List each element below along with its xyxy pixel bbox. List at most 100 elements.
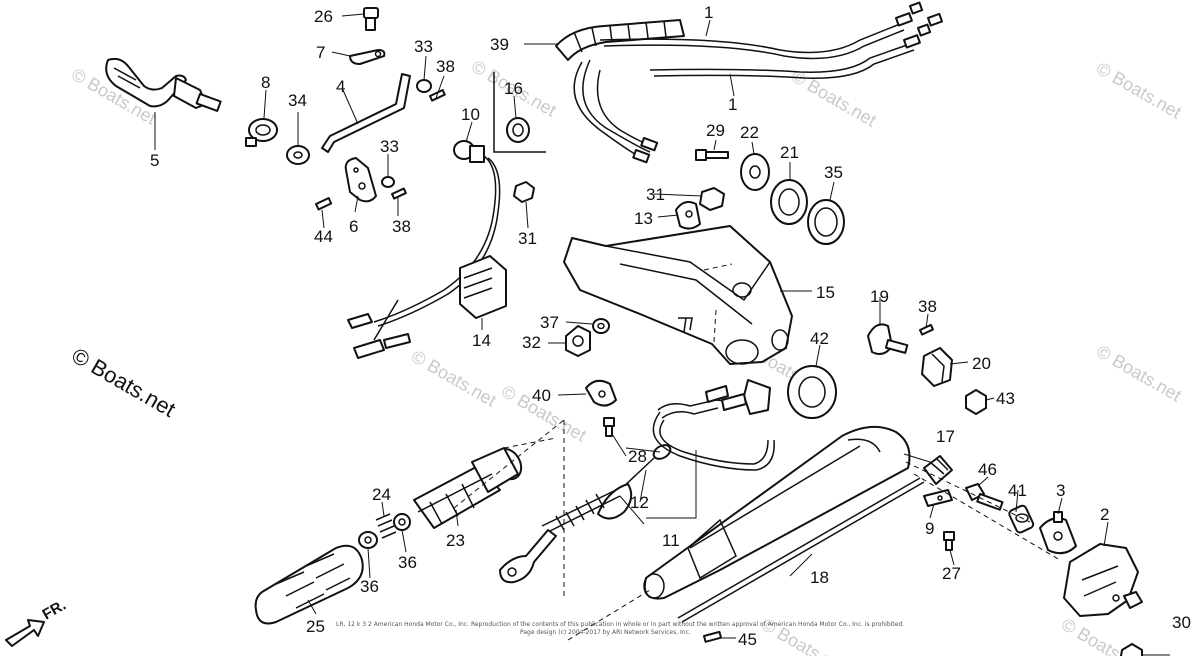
part-42-grommet <box>787 365 837 419</box>
callout-26: 26 <box>314 7 333 26</box>
callout-42: 42 <box>810 329 829 348</box>
part-45-pin <box>703 630 723 643</box>
callout-35: 35 <box>824 163 843 182</box>
front-direction-label: FR. <box>40 597 69 624</box>
part-18-rod <box>677 455 953 623</box>
watermark-dark: © Boats.net <box>68 343 180 422</box>
watermark-faint: © Boats.net <box>1093 341 1185 405</box>
callout-17: 17 <box>936 427 955 446</box>
part-35-ring <box>807 199 845 245</box>
callout-3: 3 <box>1056 481 1065 500</box>
part-15-tiller-housing <box>563 225 793 365</box>
part-29-bolt <box>695 149 729 161</box>
callout-16: 16 <box>504 79 523 98</box>
part-36-washer-right <box>393 513 411 531</box>
callout-19: 19 <box>870 287 889 306</box>
part-31-nut-left <box>513 181 535 203</box>
callout-39: 39 <box>490 35 509 54</box>
callout-18: 18 <box>810 568 829 587</box>
callout-24: 24 <box>372 485 391 504</box>
callout-9: 9 <box>925 519 934 538</box>
part-26-bolt <box>363 7 379 31</box>
callout-40: 40 <box>532 386 551 405</box>
part-44-pin <box>315 197 333 211</box>
part-3-arm <box>1039 511 1077 555</box>
callout-22: 22 <box>740 123 759 142</box>
callout-7: 7 <box>316 43 325 62</box>
callout-33-upper: 33 <box>414 37 433 56</box>
part-14-module <box>459 255 507 319</box>
callout-14: 14 <box>472 331 491 350</box>
part-20-clip <box>921 347 953 387</box>
watermark-faint: © Boats.net <box>408 346 500 410</box>
part-5-shift-lever <box>105 57 222 112</box>
part-33-washer-upper <box>416 79 432 93</box>
callout-28: 28 <box>628 447 647 466</box>
assembly-guide-lines <box>453 263 1061 641</box>
part-10-stop-switch <box>347 140 501 359</box>
part-43-nut <box>965 389 987 415</box>
part-28-screw <box>603 417 615 437</box>
part-9-plate <box>923 489 953 507</box>
part-38-pin-lower <box>391 187 407 200</box>
part-37-washer <box>592 318 610 334</box>
callout-30: 30 <box>1172 613 1191 632</box>
part-27-screw <box>943 531 955 551</box>
part-23-grip-inner <box>413 447 523 529</box>
part-1-throttle-cables <box>573 1 944 164</box>
part-7-clip <box>349 49 386 65</box>
part-19-arm <box>867 323 909 355</box>
callout-6: 6 <box>349 217 358 236</box>
callout-1-lower: 1 <box>728 95 737 114</box>
callout-labels: 1 1 2 3 4 5 6 7 8 9 10 11 12 13 14 15 16… <box>150 3 1191 649</box>
part-41-spacer <box>1008 504 1035 534</box>
callout-20: 20 <box>972 354 991 373</box>
callout-13: 13 <box>634 209 653 228</box>
callout-4: 4 <box>336 77 345 96</box>
callout-38-upper: 38 <box>436 57 455 76</box>
callout-5: 5 <box>150 151 159 170</box>
part-2-bracket <box>1063 543 1139 617</box>
callout-46: 46 <box>978 460 997 479</box>
part-33-washer-lower <box>381 176 395 188</box>
callout-34: 34 <box>288 91 307 110</box>
part-16-grommet <box>493 72 546 153</box>
callout-11: 11 <box>662 531 680 550</box>
part-6-shift-arm <box>344 157 377 203</box>
part-30-nut <box>1119 591 1143 656</box>
callout-27: 27 <box>942 564 961 583</box>
part-22-friction-plate <box>740 153 770 191</box>
callout-25: 25 <box>306 617 325 636</box>
callout-37: 37 <box>540 313 559 332</box>
part-24-spring <box>375 513 397 539</box>
leader-lines <box>154 13 1170 656</box>
callout-36-left: 36 <box>360 577 379 596</box>
callout-31-right: 31 <box>646 185 665 204</box>
callout-43: 43 <box>996 389 1015 408</box>
callout-44: 44 <box>314 227 333 246</box>
callout-33-lower: 33 <box>380 137 399 156</box>
callout-12: 12 <box>630 493 649 512</box>
callout-41: 41 <box>1008 481 1027 500</box>
copyright-line-1: LR, 12 k 3 2 American Honda Motor Co., I… <box>336 621 904 628</box>
part-36-washer-left <box>358 531 378 549</box>
copyright-line-2: Page design (c) 2004-2017 by ARI Network… <box>520 629 691 636</box>
callout-29: 29 <box>706 121 725 140</box>
callout-32: 32 <box>522 333 541 352</box>
part-13-bracket <box>675 201 701 230</box>
callout-45: 45 <box>738 630 757 649</box>
callout-15: 15 <box>816 283 835 302</box>
callout-31-left: 31 <box>518 229 537 248</box>
part-32-nut <box>565 325 591 357</box>
part-17-tiller-arm <box>643 425 911 600</box>
part-38-pin-right <box>919 323 934 336</box>
part-21-ring <box>770 179 808 225</box>
callout-2: 2 <box>1100 505 1109 524</box>
front-direction-arrow: FR. <box>5 597 69 647</box>
callout-36-right: 36 <box>398 553 417 572</box>
watermark-faint: © Boats.net <box>788 66 880 130</box>
callout-38-lower: 38 <box>392 217 411 236</box>
callout-8: 8 <box>261 73 270 92</box>
